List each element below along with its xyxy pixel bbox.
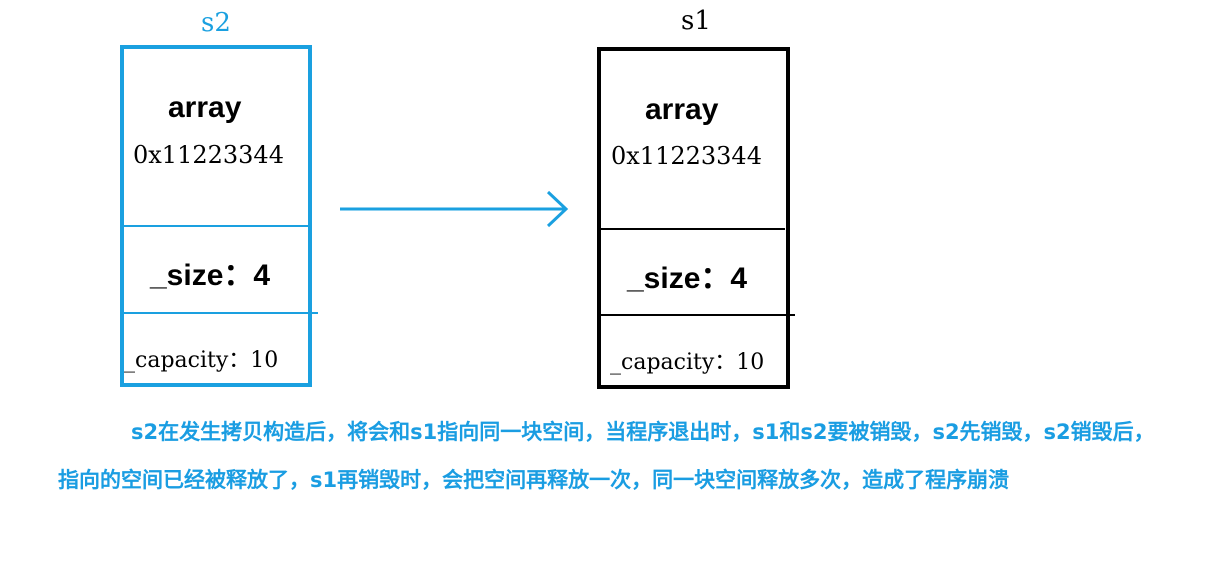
- s1-array-pointer-value: 0x11223344: [611, 142, 762, 170]
- copy-arrow: [340, 190, 569, 228]
- s2-memory-box: [120, 45, 312, 387]
- s2-array-field-name: array: [168, 91, 242, 124]
- s2-object-label: s2: [201, 8, 231, 38]
- s2-array-pointer-value: 0x11223344: [133, 141, 284, 169]
- s2-capacity-field: _capacity：10: [124, 348, 279, 373]
- s1-array-field-name: array: [645, 93, 719, 126]
- explanation-text: s2在发生拷贝构造后，将会和s1指向同一块空间，当程序退出时，s1和s2要被销毁…: [58, 420, 1155, 492]
- s2-divider-array-size: [124, 225, 310, 227]
- copy-arrow-head: [546, 190, 569, 228]
- s1-memory-box: [597, 47, 790, 389]
- s1-divider-size-capacity: [601, 314, 795, 316]
- s2-size-field: _size：4: [150, 259, 271, 292]
- s1-size-field: _size：4: [627, 262, 748, 295]
- s2-divider-size-capacity: [124, 312, 318, 314]
- s1-capacity-field: _capacity：10: [610, 350, 765, 375]
- s1-object-label: s1: [681, 6, 711, 36]
- s1-divider-array-size: [601, 228, 785, 230]
